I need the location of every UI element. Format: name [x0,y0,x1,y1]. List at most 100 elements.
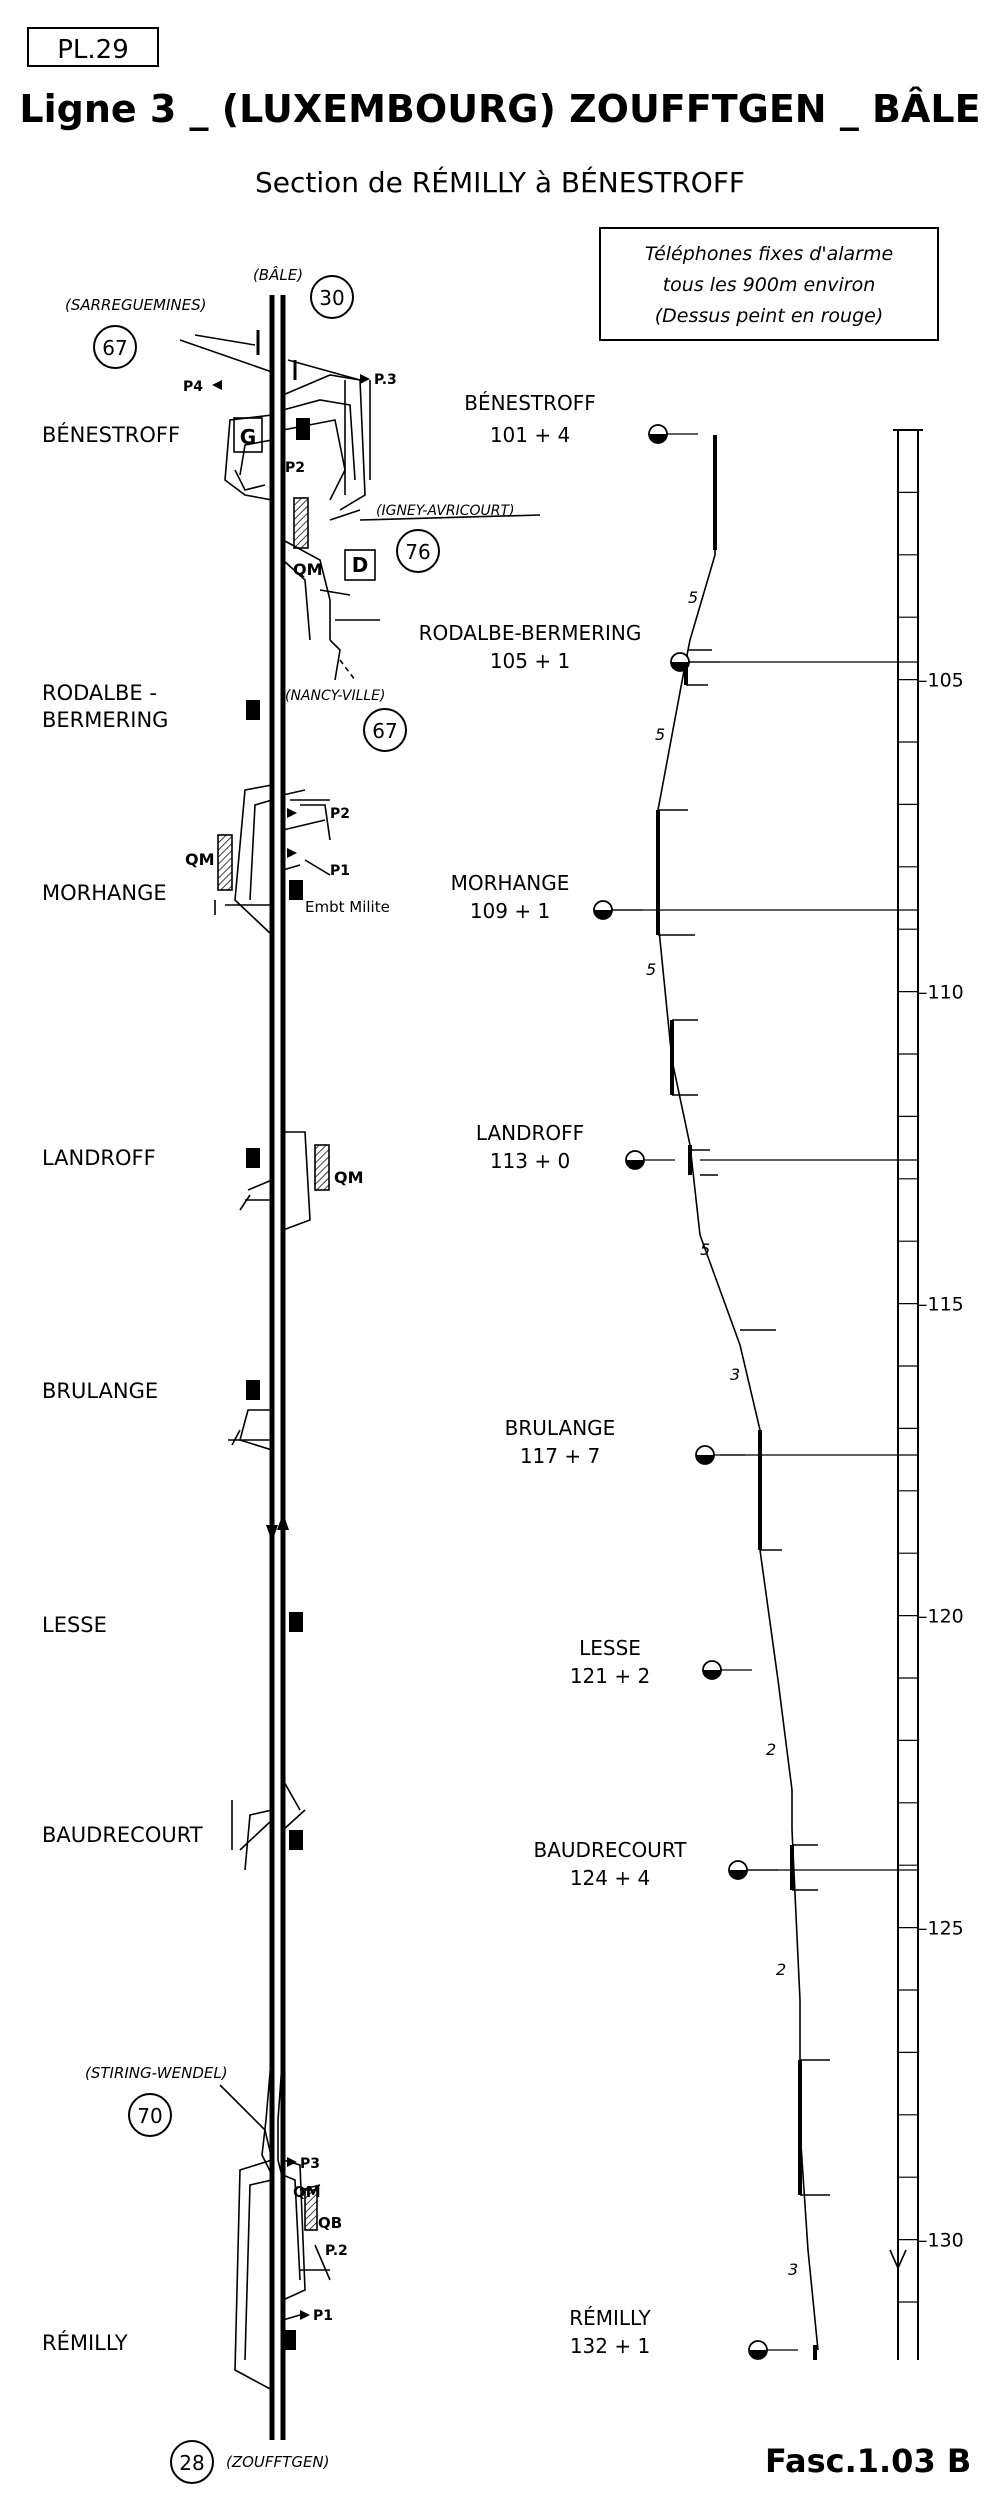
gradient-label: 3 [730,1365,740,1384]
signal-box-benestroff [296,418,310,440]
direction-bale-label: (BÂLE) [253,265,303,284]
p2-label-remilly: P.2 [325,2243,348,2259]
connection-stiring-number: 70 [137,2104,162,2128]
main-double-track [269,295,286,2440]
scale-label: –120 [918,1606,964,1628]
signal-box-baudrecourt [289,1830,303,1850]
scale-label: –115 [918,1294,964,1316]
scale-direction-arrow-icon [889,2249,907,2270]
gradient-label: 5 [688,588,698,607]
page-subtitle: Section de RÉMILLY à BÉNESTROFF [255,165,745,199]
alarm-note-line-3: (Dessus peint en rouge) [655,305,883,327]
station-label-remilly: RÉMILLY [42,2330,128,2355]
quay-qm-morhange [217,834,233,891]
gradient-label: 5 [655,725,665,744]
profile-station-name: LESSE [579,1636,641,1660]
p1-arrow-icon-remilly [300,2310,310,2320]
profile-station-km: 117 + 7 [520,1444,600,1468]
station-marker-fill [749,2350,767,2359]
connection-sarreguemines-label: (SARREGUEMINES) [65,296,206,314]
station-marker-fill [729,1870,747,1879]
station-marker-fill [626,1160,644,1169]
brulange-track-layout [228,1409,273,1451]
down-arrow-icon [266,1525,278,1542]
station-reference-lines [610,661,918,1871]
goods-shed-g [233,417,263,453]
signal-box-lesse [289,1612,303,1632]
profile-station-km: 109 + 1 [470,899,550,923]
quay-qm-benestroff [293,497,309,549]
station-marker-fill [703,1670,721,1679]
profile-station-km: 121 + 2 [570,1664,650,1688]
p4-arrow-icon [212,380,222,390]
plate-number: PL.29 [57,35,129,65]
p3-label-benestroff: P.3 [374,372,397,388]
gradient-label: 2 [766,1740,776,1759]
signal-box-morhange [289,880,303,900]
level-sections [656,435,817,2360]
profile-station-name: LANDROFF [476,1121,584,1145]
line-number-circle-bottom [170,2440,214,2484]
p2-label-benestroff: P2 [285,460,305,476]
connection-sarreguemines-number: 67 [102,336,127,360]
scale-label: –110 [918,982,964,1004]
profile-station-name: RÉMILLY [569,2306,651,2330]
line-number-bottom: 28 [179,2451,204,2475]
plate-box [27,27,159,67]
profile-station-name: BRULANGE [505,1416,616,1440]
signal-box-rodalbe [246,700,260,720]
remilly-track-layout [219,2049,331,2391]
station-label-baudrecourt: BAUDRECOURT [42,1823,203,1847]
qm-label-landroff: QM [334,1168,364,1187]
depot-d-label: D [352,553,369,577]
connection-nancy-number: 67 [372,719,397,743]
p3-arrow-icon [360,374,370,384]
p1-label-morhange: P1 [330,863,350,879]
connection-igney-label: (IGNEY-AVRICOURT) [376,503,515,519]
profile-ticks [658,649,830,2196]
profile-station-km: 124 + 4 [570,1866,650,1890]
qm-label-morhange: QM [185,850,215,869]
connection-nancy-circle [363,708,407,752]
goods-shed-g-label: G [240,425,256,449]
up-arrow-icon [277,1513,289,1530]
gradient-label: 5 [646,960,656,979]
gradient-label: 5 [700,1240,710,1259]
direction-zoufftgen-label: (ZOUFFTGEN) [226,2453,330,2471]
scale-label: –130 [918,2230,964,2252]
connection-igney-number: 76 [405,540,430,564]
profile-station-km: 101 + 4 [490,423,570,447]
station-label-landroff: LANDROFF [42,1146,156,1170]
alarm-note-line-2: tous les 900m environ [663,274,876,296]
connection-stiring-label: (STIRING-WENDEL) [85,2064,228,2082]
profile-station-km: 113 + 0 [490,1149,570,1173]
connection-stiring-circle [128,2093,172,2137]
connection-sarreguemines-circle [93,325,137,369]
depot-d [344,549,376,581]
page-title: Ligne 3 _ (LUXEMBOURG) ZOUFFTGEN _ BÂLE [19,87,980,131]
gradient-label: 2 [776,1960,786,1979]
p1-label-remilly: P1 [313,2308,333,2324]
gradient-profile [657,435,819,2351]
morhange-track-layout [214,784,331,936]
profile-station-name: RODALBE-BERMERING [419,621,642,645]
p2-arrow-icon-morhange [287,808,297,818]
qm-label-benestroff: QM [293,560,323,579]
station-marker-fill [594,910,612,919]
p4-label: P4 [183,379,203,395]
line-number-circle-top [310,275,354,319]
quay-qm-landroff [314,1144,330,1191]
station-label-brulange: BRULANGE [42,1379,158,1403]
scale-label: –105 [918,670,964,692]
qb-label-remilly: QB [318,2214,342,2232]
landroff-track-layout [239,1131,311,1231]
gradient-label: 3 [788,2260,798,2279]
profile-station-name: MORHANGE [451,871,570,895]
signal-box-landroff [246,1148,260,1168]
km-scale [893,429,923,2360]
station-label-morhange: MORHANGE [42,881,167,905]
military-siding-label: Embt Milite [305,898,390,916]
signal-box-remilly [282,2330,296,2350]
station-label-rodalbe-1: RODALBE - [42,681,157,705]
